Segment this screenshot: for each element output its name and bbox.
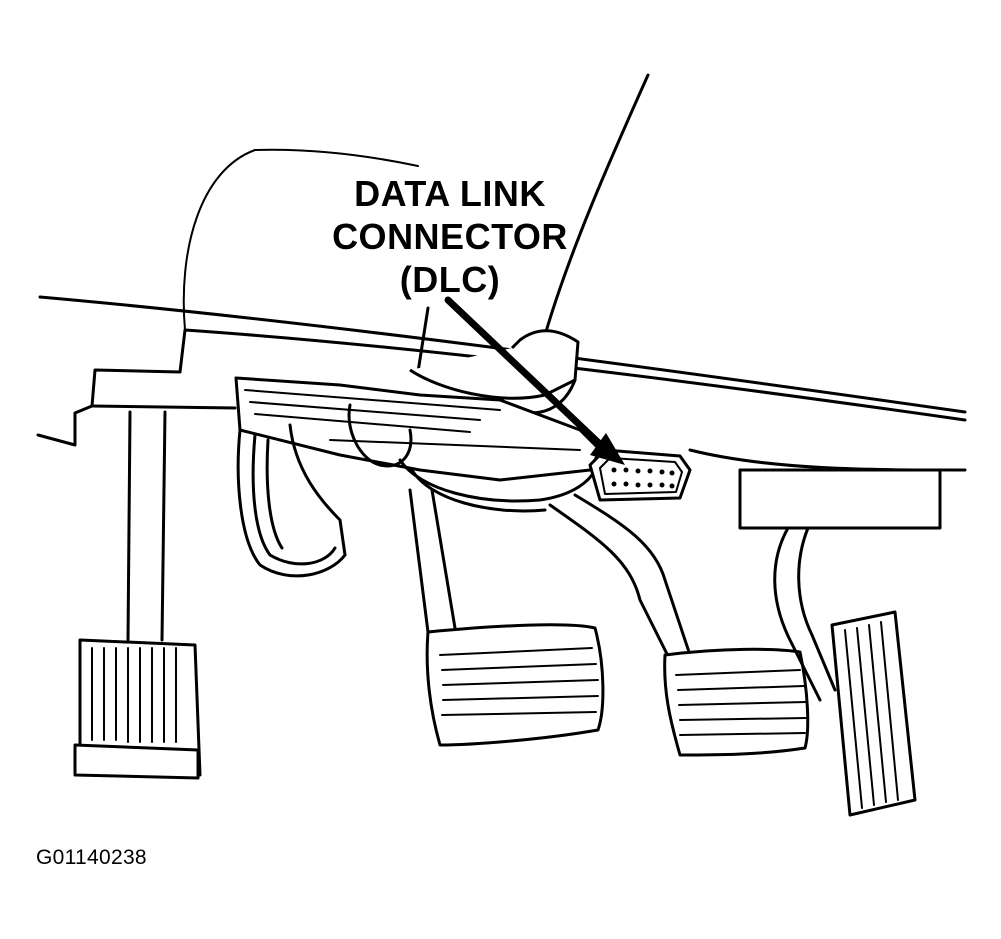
callout-line-1: DATA LINK xyxy=(354,173,546,214)
pedal-right xyxy=(548,493,810,757)
callout-line-2: CONNECTOR xyxy=(332,216,568,257)
dash-panel xyxy=(36,148,967,472)
wiring-harness xyxy=(234,376,602,578)
figure-id: G01140238 xyxy=(36,846,147,869)
dlc-callout-label: DATA LINK CONNECTOR (DLC) xyxy=(300,172,600,301)
accelerator-pedal xyxy=(738,468,942,817)
brake-pedal-left xyxy=(73,410,202,780)
callout-arrow xyxy=(444,296,625,465)
callout-line-3: (DLC) xyxy=(399,259,501,300)
pedal-middle xyxy=(408,488,605,747)
dlc-connector-shape xyxy=(588,448,692,502)
